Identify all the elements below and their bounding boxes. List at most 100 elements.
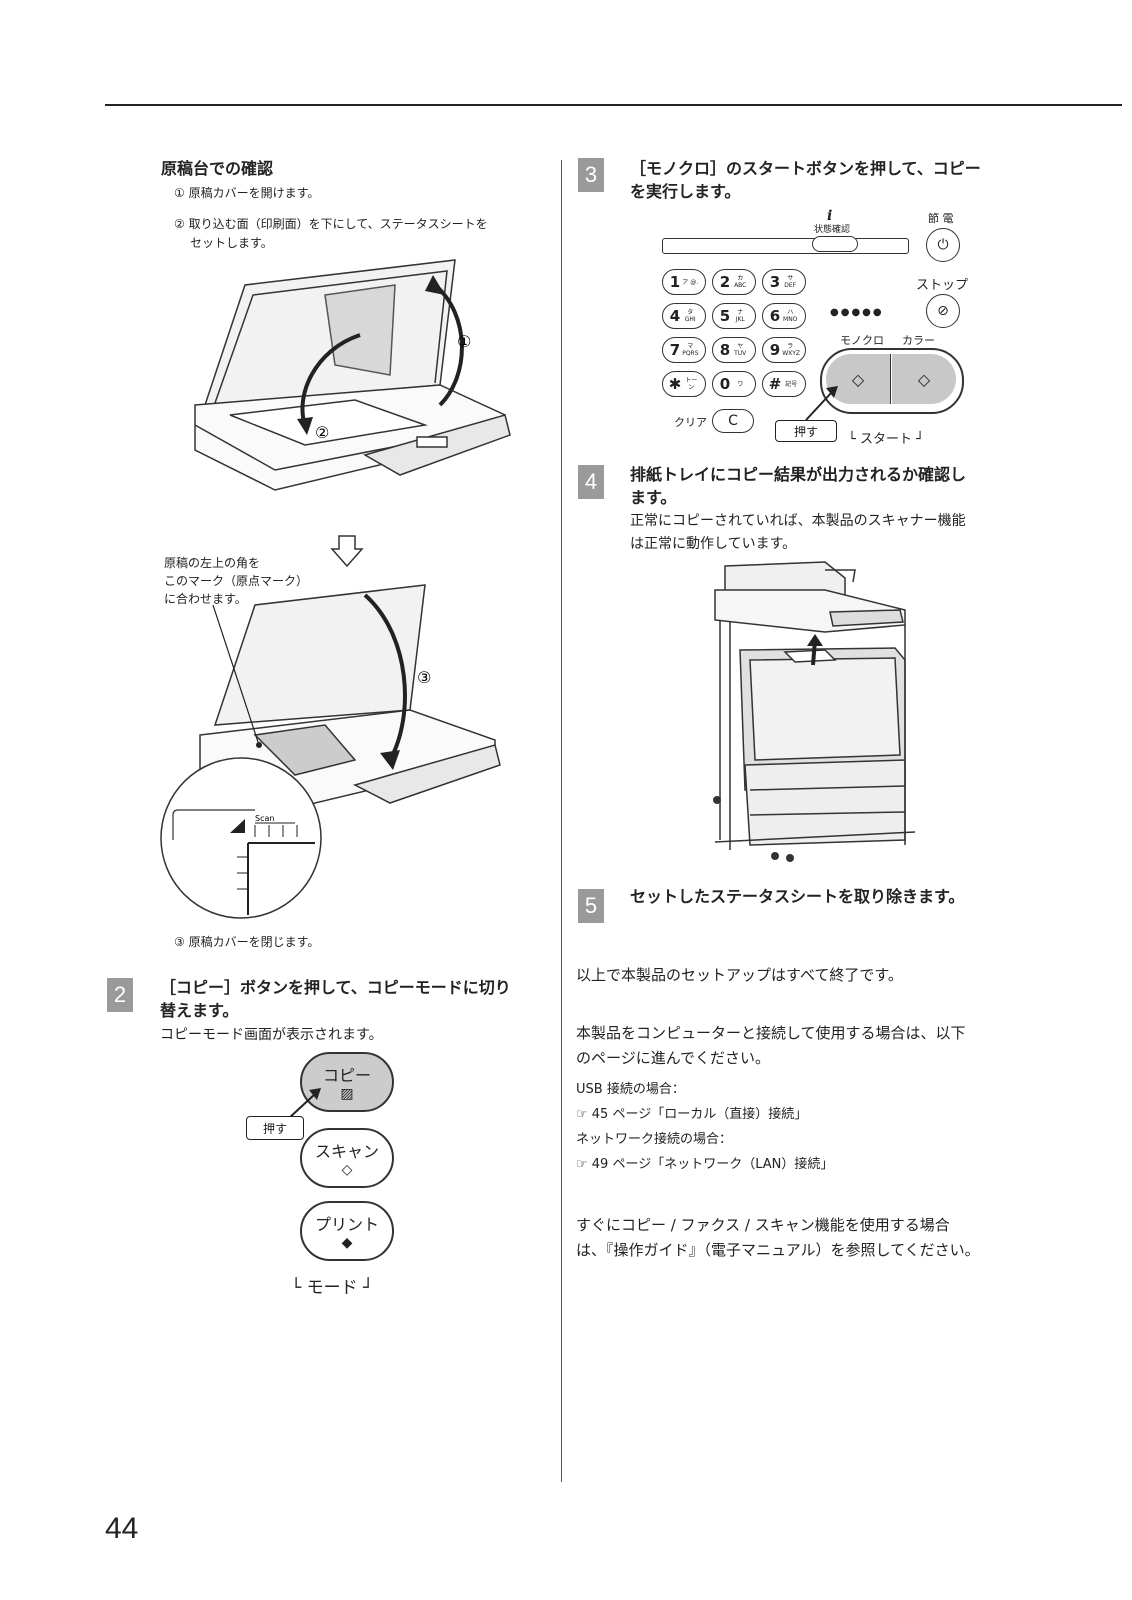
key-main: 5: [719, 307, 731, 325]
step-circle-2: ②: [315, 423, 329, 442]
step-badge-5: 5: [578, 889, 604, 923]
connect-text-a: 本製品をコンピューターと接続して使用する場合は、以下: [576, 1024, 966, 1042]
instruction-1: ① 原稿カバーを開けます。: [174, 186, 320, 200]
step-badge-4: 4: [578, 465, 604, 499]
step5-title: セットしたステータスシートを取り除きます。: [630, 887, 965, 906]
clear-label: クリア: [674, 416, 707, 429]
connect-text-b: のページに進んでください。: [576, 1049, 770, 1067]
stop-label: ストップ: [916, 278, 969, 293]
key-11[interactable]: #記号: [762, 371, 806, 397]
scan-button-label: スキャン: [314, 1142, 379, 1161]
power-label: 節 電: [928, 212, 954, 225]
key-sub: ヤ TUV: [734, 343, 747, 357]
instruction-3: ③ 原稿カバーを閉じます。: [174, 935, 320, 949]
power-icon: ⏻: [937, 237, 949, 253]
press-label-panel: 押す: [775, 420, 837, 442]
press-pointer-arrow: [805, 386, 838, 421]
key-main: 0: [719, 375, 731, 393]
status-label: 状態確認: [814, 225, 851, 235]
key-main: 6: [769, 307, 781, 325]
key-sub: 記号: [785, 380, 798, 388]
scanner-open-illustration: ① ②: [194, 259, 511, 491]
step2-body: コピーモード画面が表示されます。: [160, 1027, 383, 1043]
scan-button[interactable]: スキャン ◇: [300, 1128, 394, 1188]
step3-title-b: を実行します。: [630, 182, 741, 201]
key-main: 2: [719, 273, 731, 291]
mono-label: モノクロ: [840, 334, 884, 347]
step3-title-a: ［モノクロ］のスタートボタンを押して、コピー: [630, 159, 981, 178]
section-title: 原稿台での確認: [161, 159, 274, 178]
instruction-2b: セットします。: [190, 236, 273, 250]
print-button[interactable]: プリント ◆: [300, 1201, 394, 1261]
key-sub: カ ABC: [734, 275, 747, 289]
press-label: 押す: [246, 1116, 304, 1140]
press-pointer-arrow: [287, 1088, 321, 1120]
copy-icon: ▨: [340, 1086, 354, 1102]
display-bar: [662, 238, 909, 254]
indicator-dots: ●●●●●: [830, 307, 884, 318]
step4-body-a: 正常にコピーされていれば、本製品のスキャナー機能: [630, 513, 966, 529]
manual-text-b: は、『操作ガイド』（電子マニュアル）を参照してください。: [576, 1241, 980, 1259]
status-check-button[interactable]: [812, 236, 858, 252]
scanner-close-illustration: ③ Scan: [160, 584, 501, 919]
network-reference-link[interactable]: ☞ 49 ページ「ネットワーク（LAN）接続」: [576, 1157, 834, 1172]
clear-button[interactable]: C: [712, 409, 754, 433]
start-icon: ◇: [851, 369, 865, 389]
top-rule: [105, 104, 1122, 106]
key-sub: マ PQRS: [682, 343, 699, 357]
key-sub: ア @.: [682, 278, 699, 286]
key-sub: ラ WXYZ: [782, 343, 801, 357]
key-main: 9: [769, 341, 781, 359]
step-badge-3: 3: [578, 158, 604, 192]
step4-body-b: は正常に動作しています。: [630, 536, 797, 552]
key-main: 7: [669, 341, 681, 359]
key-sub: トーン: [685, 377, 698, 391]
info-icon: i: [827, 208, 833, 224]
stop-button[interactable]: ⊘: [926, 294, 960, 328]
page-number: 44: [105, 1512, 139, 1545]
step-badge-2: 2: [107, 978, 133, 1012]
step-circle-3: ③: [417, 668, 431, 687]
copy-button[interactable]: コピー ▨: [300, 1052, 394, 1112]
start-label: └ スタート ┘: [848, 432, 924, 447]
key-4[interactable]: 5 ナ JKL: [712, 303, 756, 329]
mode-label: └ モード ┘: [291, 1278, 374, 1298]
key-9[interactable]: ✱トーン: [662, 371, 706, 397]
mono-start-button[interactable]: ◇: [826, 354, 891, 404]
key-main: ✱: [668, 375, 682, 393]
column-divider: [561, 160, 562, 1482]
power-save-button[interactable]: ⏻: [926, 228, 960, 262]
print-icon: ◆: [341, 1235, 353, 1251]
step2-title-a: ［コピー］ボタンを押して、コピーモードに切り: [160, 978, 511, 997]
step4-title-b: ます。: [630, 488, 677, 507]
print-button-label: プリント: [314, 1215, 379, 1234]
key-main: 4: [669, 307, 681, 325]
start-button-group: ◇ ◇: [820, 348, 964, 414]
step2-title-b: 替えます。: [160, 1001, 239, 1020]
key-sub: ナ JKL: [735, 309, 745, 323]
key-sub: タ GHI: [684, 309, 696, 323]
step-circle-1: ①: [457, 332, 471, 351]
completion-text: 以上で本製品のセットアップはすべて終了です。: [576, 966, 903, 984]
key-sub: ワ: [737, 380, 744, 388]
manual-text-a: すぐにコピー / ファクス / スキャン機能を使用する場合: [576, 1216, 950, 1234]
printer-illustration: [713, 561, 916, 862]
usb-label: USB 接続の場合：: [576, 1082, 685, 1097]
callout-line-3: に合わせます。: [164, 592, 247, 606]
key-main: 3: [769, 273, 781, 291]
color-label: カラー: [902, 334, 935, 347]
usb-reference-link[interactable]: ☞ 45 ページ「ローカル（直接）接続」: [576, 1107, 808, 1122]
color-start-button[interactable]: ◇: [892, 354, 956, 404]
key-sub: ハ MNO: [783, 309, 798, 323]
